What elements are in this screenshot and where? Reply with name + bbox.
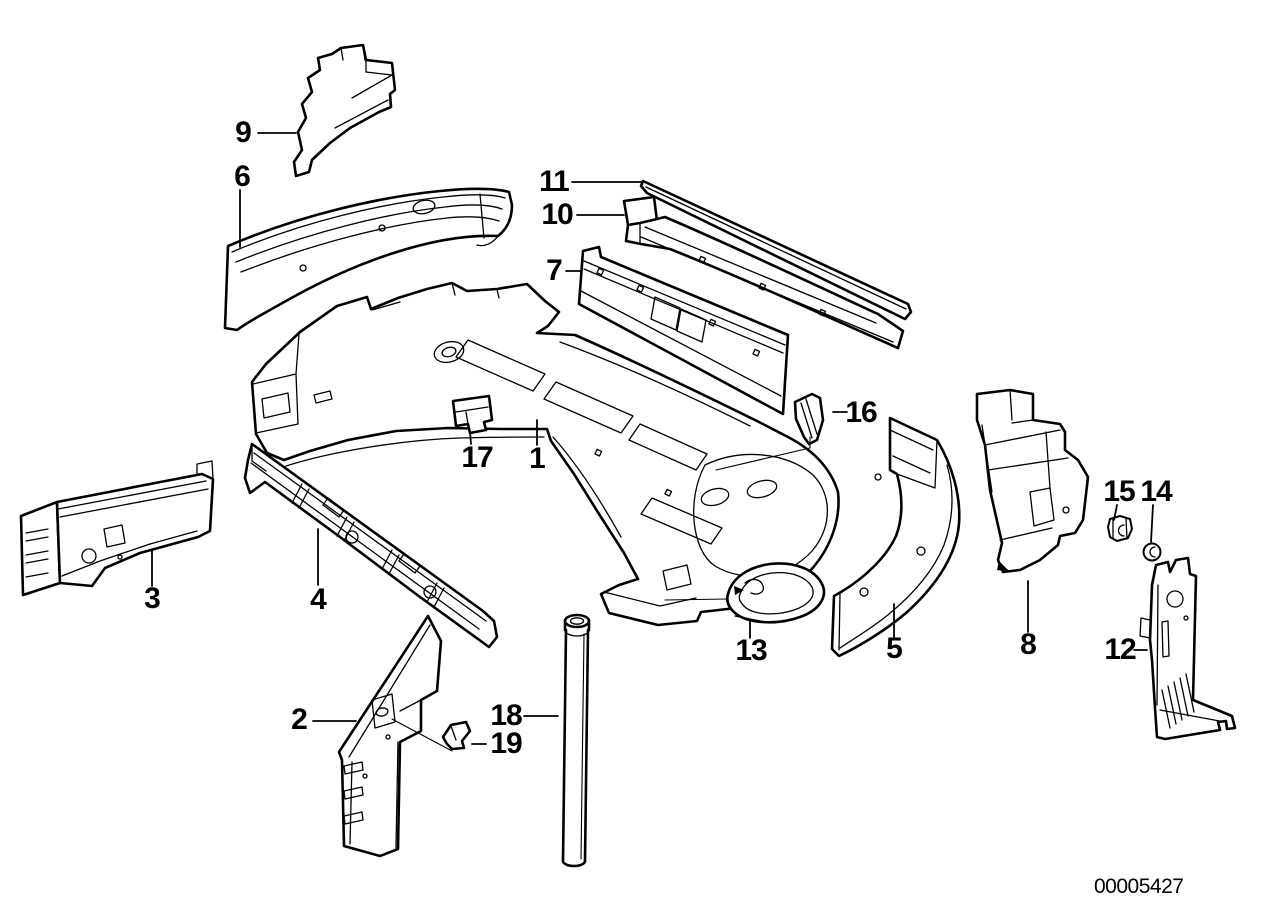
part-7-drawing — [577, 245, 790, 416]
part-10-drawing — [622, 195, 905, 350]
callout-13[interactable]: 13 — [735, 634, 767, 667]
part-6-drawing — [223, 187, 514, 332]
callout-6[interactable]: 6 — [234, 160, 251, 193]
callout-leader-lines — [151, 132, 1154, 752]
part-5-drawing — [830, 416, 961, 658]
callout-19[interactable]: 19 — [490, 727, 522, 760]
part-16-drawing — [793, 392, 825, 446]
part-9-drawing — [292, 43, 397, 178]
part-3-drawing — [19, 460, 215, 597]
part-4-drawing — [243, 442, 499, 649]
callout-8[interactable]: 8 — [1020, 628, 1037, 661]
callout-17[interactable]: 17 — [461, 441, 493, 474]
callout-11[interactable]: 11 — [539, 165, 570, 198]
drawing-number: 00005427 — [1094, 875, 1184, 898]
part-18-drawing — [561, 613, 591, 868]
callout-15[interactable]: 15 — [1103, 475, 1135, 508]
callout-14[interactable]: 14 — [1140, 475, 1172, 508]
part-2-drawing — [337, 614, 443, 858]
part-15-drawing — [1107, 515, 1133, 542]
part-14-drawing — [1142, 542, 1162, 562]
part-13-drawing — [725, 562, 826, 624]
callout-9[interactable]: 9 — [235, 116, 252, 149]
part-11-drawing — [639, 179, 913, 321]
callout-5[interactable]: 5 — [886, 632, 903, 665]
part-8-drawing — [975, 388, 1090, 574]
callout-16[interactable]: 16 — [845, 396, 877, 429]
part-17-drawing — [451, 394, 494, 435]
callout-18[interactable]: 18 — [490, 699, 522, 732]
callout-12[interactable]: 12 — [1104, 633, 1136, 666]
callout-3[interactable]: 3 — [144, 582, 161, 615]
part-19-drawing — [441, 720, 472, 751]
callout-10[interactable]: 10 — [541, 198, 573, 231]
part-12-drawing — [1139, 556, 1237, 741]
callout-7[interactable]: 7 — [546, 254, 563, 287]
part-1-drawing — [250, 281, 840, 627]
callout-2[interactable]: 2 — [291, 703, 308, 736]
callout-1[interactable]: 1 — [529, 442, 546, 475]
callout-4[interactable]: 4 — [310, 583, 327, 616]
